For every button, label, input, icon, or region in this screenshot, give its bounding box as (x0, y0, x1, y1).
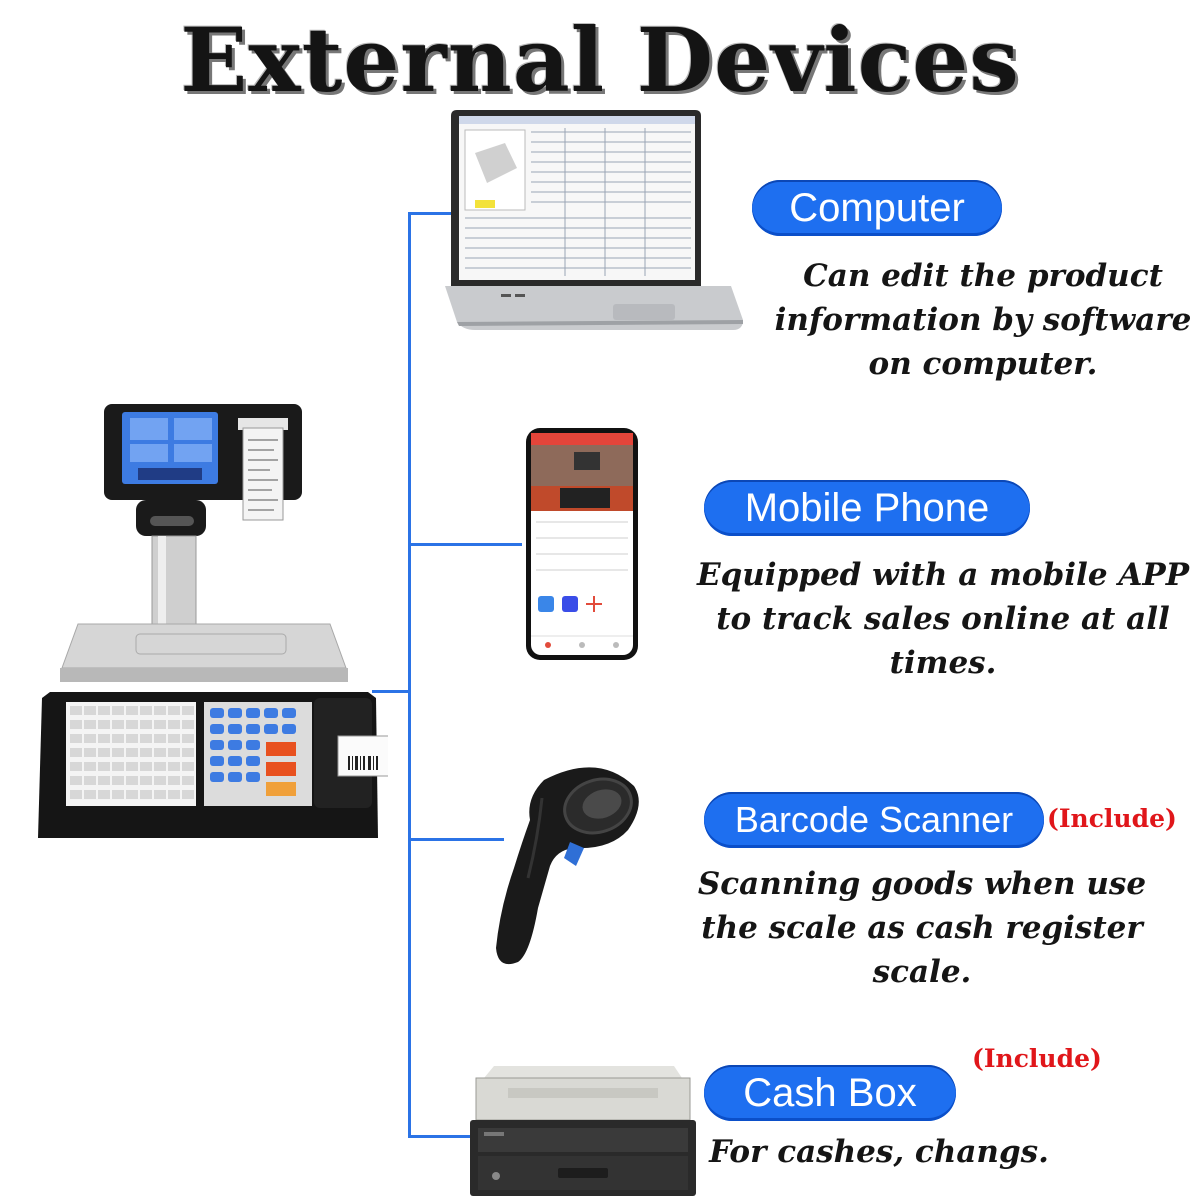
cash-box-include-note: (Include) (972, 1044, 1102, 1073)
mobile-phone-image (526, 428, 638, 660)
connector-computer (408, 212, 464, 215)
mobile-phone-pill: Mobile Phone (704, 480, 1030, 536)
mobile-phone-description: Equipped with a mobile APP to track sale… (688, 553, 1198, 685)
barcode-scanner-description-line: Scanning goods when use (697, 866, 1147, 902)
barcode-scanner-image (496, 767, 639, 965)
label-printing-scale-image (38, 404, 388, 838)
computer-description-line: on computer. (868, 346, 1098, 382)
computer-description: Can edit the product information by soft… (768, 254, 1198, 386)
connector-trunk (408, 212, 411, 1138)
page-title: External Devices (180, 8, 1020, 112)
barcode-scanner-include-note: (Include) (1047, 804, 1177, 833)
laptop-computer-image (445, 110, 743, 330)
connector-scale (372, 690, 410, 693)
mobile-phone-description-line: times. (889, 645, 997, 681)
cash-box-pill: Cash Box (704, 1065, 956, 1121)
connector-cashbox (408, 1135, 472, 1138)
cash-drawer-image (470, 1066, 696, 1196)
mobile-phone-description-line: Equipped with a mobile APP (696, 557, 1190, 593)
connector-scanner (408, 838, 504, 841)
computer-description-line: information by software (774, 302, 1192, 338)
barcode-scanner-pill: Barcode Scanner (704, 792, 1044, 848)
barcode-scanner-description-line: the scale as cash register scale. (701, 910, 1143, 990)
computer-description-line: Can edit the product (803, 258, 1163, 294)
barcode-scanner-description: Scanning goods when use the scale as cas… (652, 862, 1192, 994)
cash-box-description: For cashes, changs. (704, 1130, 1054, 1174)
computer-pill: Computer (752, 180, 1002, 236)
mobile-phone-description-line: to track sales online at all (716, 601, 1170, 637)
cash-box-description-line: For cashes, changs. (709, 1134, 1049, 1170)
connector-phone (408, 543, 522, 546)
